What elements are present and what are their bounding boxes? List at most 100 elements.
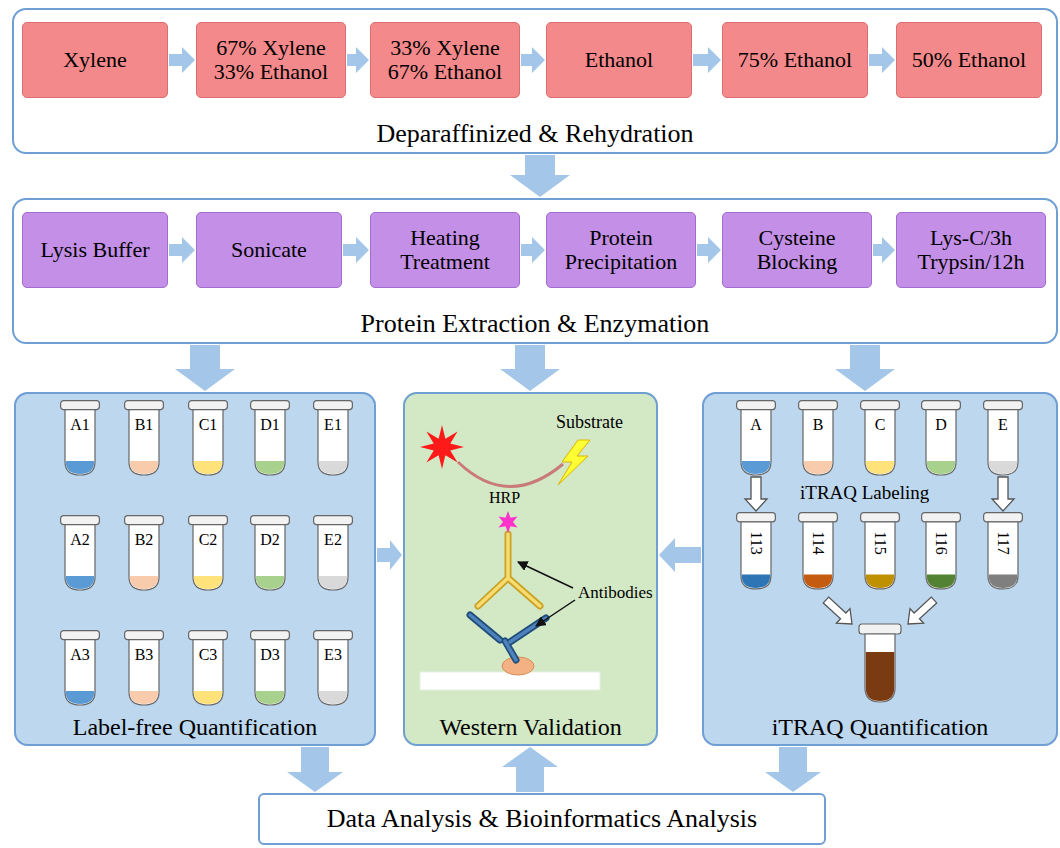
tube-outline: [313, 515, 353, 591]
tube-label: C3: [188, 646, 228, 664]
tube-outline: [60, 630, 100, 706]
tube-outline: [860, 400, 900, 476]
leader-line: [518, 562, 573, 588]
block-arrow: [873, 237, 895, 263]
sample-tube: 114: [798, 512, 838, 590]
stage-panel: iTRAQ Quantification A B C D E 113 114 115 116 117: [702, 392, 1058, 746]
process-box: Ethanol: [546, 22, 692, 98]
tube-outline: [124, 400, 164, 476]
block-arrow: [287, 747, 343, 792]
step-label: 33% Xylene 67% Ethanol: [375, 36, 515, 84]
sample-tube: A3: [60, 630, 100, 706]
tube-outline: [921, 400, 961, 476]
tube-label: 116: [932, 531, 950, 554]
tube-label: C2: [188, 531, 228, 549]
step-label: Cysteine Blocking: [727, 226, 867, 274]
leader-line: [536, 600, 575, 626]
block-arrow: [693, 47, 721, 73]
tube-label: C1: [188, 416, 228, 434]
panel-ground: [403, 392, 658, 746]
tube-outline: [188, 400, 228, 476]
tube-outline: [188, 630, 228, 706]
tube-outline: [250, 515, 290, 591]
block-arrow: [347, 47, 369, 73]
panel-title: iTRAQ Quantification: [704, 714, 1056, 741]
tube-outline: [124, 515, 164, 591]
block-arrow: [502, 747, 558, 792]
membrane: [420, 672, 600, 690]
block-arrow: [835, 345, 895, 391]
sample-tube: D: [921, 400, 961, 476]
sample-tube: D2: [250, 515, 290, 591]
tube-outline: [250, 630, 290, 706]
tube-label: E3: [313, 646, 353, 664]
process-box: Sonicate: [196, 212, 342, 288]
sample-tube: 115: [860, 512, 900, 590]
secondary-antibody: [478, 534, 540, 606]
step-label: 50% Ethanol: [912, 48, 1026, 72]
pool-arrow: [823, 597, 852, 624]
tube-outline: [798, 400, 838, 476]
hrp-enzyme: [499, 511, 518, 533]
block-arrow: [765, 747, 821, 792]
process-box: Data Analysis & Bioinformatics Analysis: [258, 793, 826, 845]
sample-tube: B1: [124, 400, 164, 476]
block-arrow: [869, 47, 895, 73]
step-label: Sonicate: [231, 238, 307, 262]
sample-tube: E1: [313, 400, 353, 476]
tube-label: B3: [124, 646, 164, 664]
tube-label: E2: [313, 531, 353, 549]
tube-label: D: [921, 416, 961, 434]
sample-tube: 113: [736, 512, 776, 590]
step-label: 75% Ethanol: [738, 48, 852, 72]
step-label: 67% Xylene 33% Ethanol: [201, 36, 341, 84]
step-label: iTRAQ Labeling: [800, 482, 929, 504]
stage-panel: Label-free QuantificationA1B1C1D1E1A2B2C…: [14, 392, 376, 746]
step-label: Data Analysis & Bioinformatics Analysis: [327, 804, 757, 834]
sample-tube: 117: [983, 512, 1023, 590]
tube-label: B1: [124, 416, 164, 434]
sample-tube: C2: [188, 515, 228, 591]
tube-label: B2: [124, 531, 164, 549]
stage-panel: Western Validation: [403, 392, 658, 746]
block-arrow: [659, 538, 701, 572]
block-arrow: [500, 345, 560, 391]
sample-tube: B: [798, 400, 838, 476]
process-box: Lys-C/3h Trypsin/12h: [896, 212, 1046, 288]
step-label: Lysis Buffer: [41, 238, 150, 262]
sample-tube: A2: [60, 515, 100, 591]
tube-label: C: [860, 416, 900, 434]
panel-ground: [702, 392, 1058, 746]
tube-outline: [124, 630, 164, 706]
tube-outline: [188, 515, 228, 591]
outline-arrow: [992, 477, 1014, 511]
block-arrow: [521, 237, 545, 263]
component-label: Substrate: [556, 412, 623, 433]
tube-label: A: [736, 416, 776, 434]
block-arrow: [377, 540, 402, 570]
tube-label: B: [798, 416, 838, 434]
tube-outline: [736, 400, 776, 476]
outline-arrow: [745, 477, 767, 511]
sample-tube: A: [736, 400, 776, 476]
pooled-tube: [859, 624, 901, 702]
sample-tube: E: [983, 400, 1023, 476]
pool-arrow: [908, 597, 937, 624]
step-label: Lys-C/3h Trypsin/12h: [901, 226, 1041, 274]
tube-label: A2: [60, 531, 100, 549]
tube-label: D2: [250, 531, 290, 549]
tube-label: D1: [250, 416, 290, 434]
panel-title: Deparaffinized & Rehydration: [14, 119, 1056, 149]
block-arrow: [510, 155, 570, 197]
tube-outline: [60, 400, 100, 476]
step-label: Ethanol: [585, 48, 653, 72]
process-box: 67% Xylene 33% Ethanol: [196, 22, 346, 98]
signal-star: [420, 425, 464, 469]
block-arrow: [169, 47, 195, 73]
sample-tube: E2: [313, 515, 353, 591]
block-arrow: [175, 345, 235, 391]
step-label: Heating Treatment: [375, 226, 515, 274]
panel-title: Protein Extraction & Enzymation: [14, 309, 1056, 339]
sample-tube: E3: [313, 630, 353, 706]
process-box: Cysteine Blocking: [722, 212, 872, 288]
